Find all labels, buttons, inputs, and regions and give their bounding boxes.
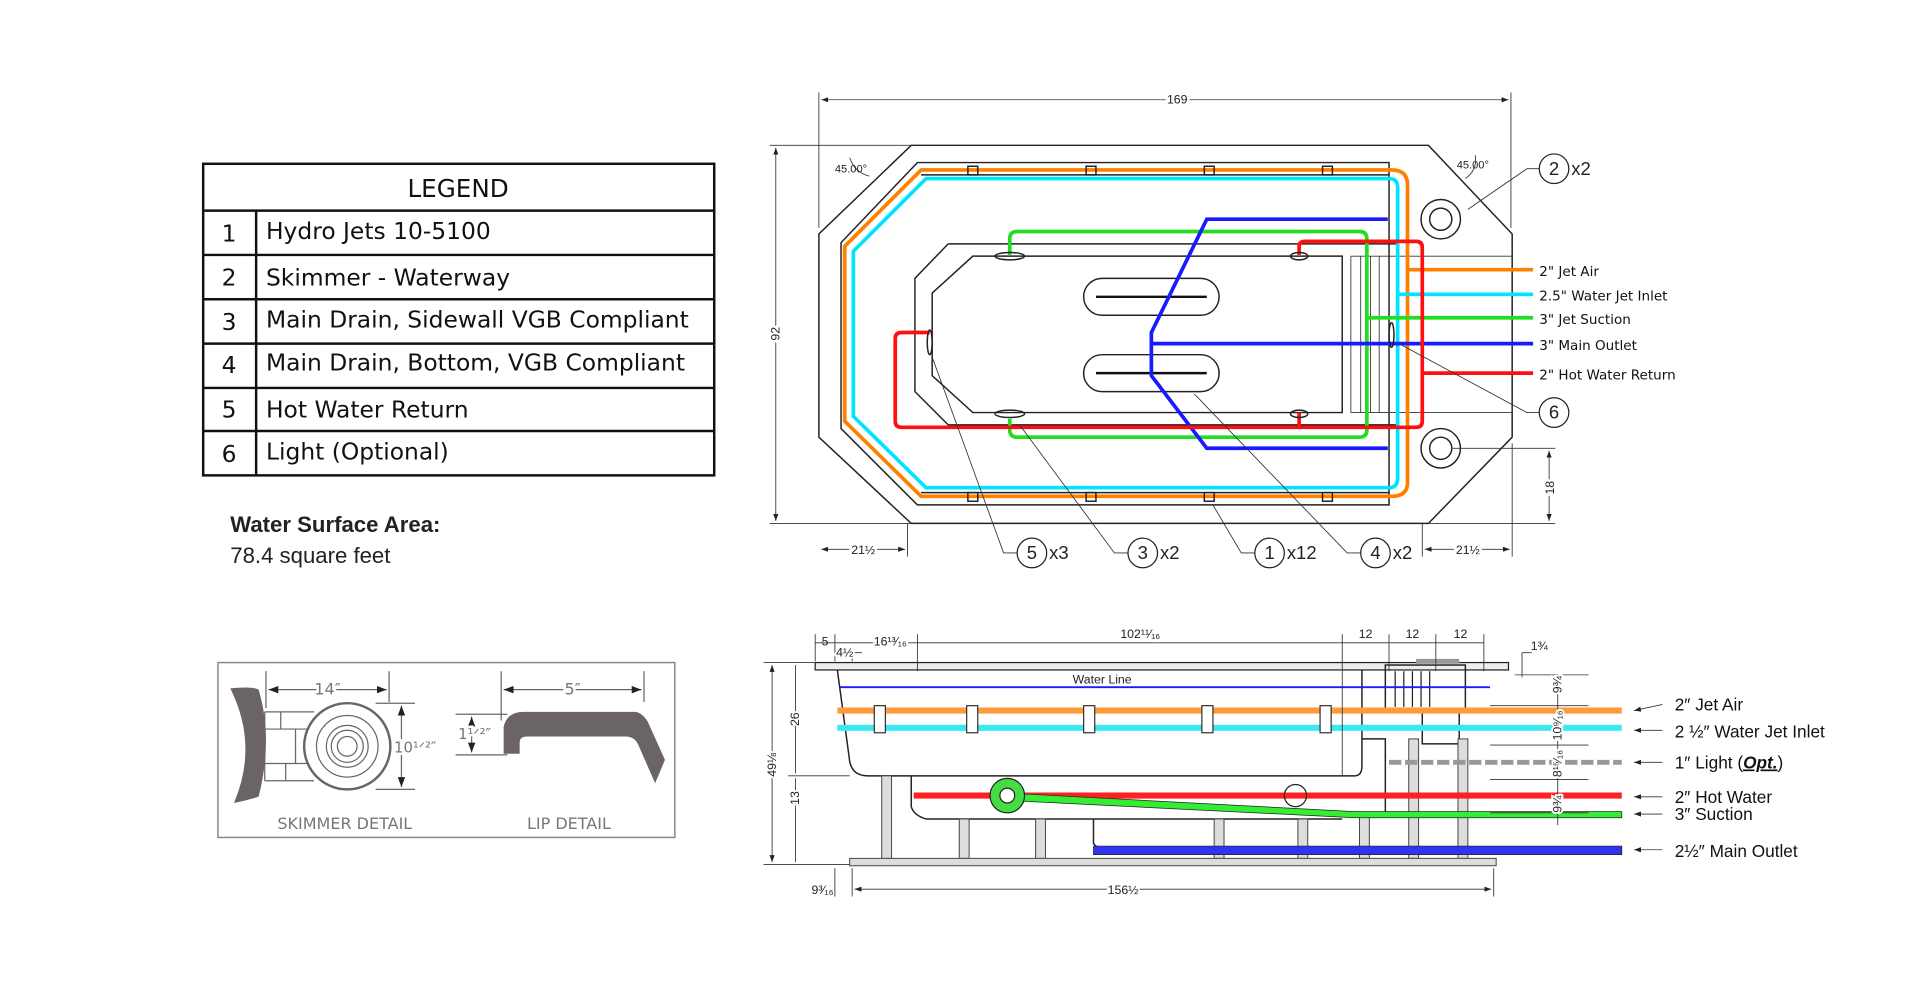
callout-5 — [1016, 537, 1048, 569]
callout-1 — [1254, 537, 1285, 569]
legend-num: 3 — [222, 308, 237, 336]
lip-height-dim: 1¹ᐟ²″ — [458, 726, 491, 743]
hot-water-return-pipe — [893, 239, 1534, 430]
dim-left-offset: 21½ — [851, 543, 875, 557]
skimmer-icon — [1420, 198, 1462, 240]
callout-number: 2 — [1549, 158, 1559, 179]
callout-qty: x2 — [1393, 542, 1413, 563]
dim-skimmer-offset: 18 — [1543, 481, 1557, 495]
pool-shell-outline — [840, 161, 1390, 506]
lip-width-dim: 5″ — [565, 680, 581, 699]
floor-outline — [931, 255, 1343, 414]
legend-text: Light (Optional) — [266, 437, 449, 465]
section-right-dim: 9¾ — [1550, 795, 1564, 813]
section-left-dim: 13 — [788, 791, 802, 805]
legend-num: 6 — [222, 440, 237, 468]
callout-qty: x2 — [1571, 158, 1591, 179]
surface-area-value: 78.4 square feet — [230, 543, 390, 568]
section-label-jet-air: 2″ Jet Air — [1675, 695, 1744, 715]
bench-outline — [914, 243, 1398, 426]
dim-angle-left: 45.00° — [835, 163, 867, 175]
plan-view: 2" Jet Air 2.5" Water Jet Inlet 3" Jet S… — [766, 90, 1676, 569]
section-right-dim: 8¹⁵⁄₁₆ — [1550, 750, 1564, 777]
deck-slab — [814, 661, 1510, 671]
callout-number: 3 — [1138, 542, 1148, 563]
plan-label-jet-air: 2" Jet Air — [1539, 264, 1599, 280]
tub-shell — [836, 669, 1363, 777]
jet-suction-pipe — [1007, 229, 1534, 440]
plan-label-jet-suction: 3" Jet Suction — [1539, 312, 1631, 328]
lip-profile-shape — [503, 711, 665, 784]
callout-3 — [1127, 537, 1159, 569]
plan-label-hot-water: 2" Hot Water Return — [1539, 367, 1675, 383]
bottom-drain — [1283, 783, 1308, 808]
legend-num: 4 — [222, 351, 237, 379]
dim-right-offset: 21½ — [1456, 543, 1480, 557]
callout-6 — [1538, 397, 1570, 428]
legend-text: Main Drain, Bottom, VGB Compliant — [266, 349, 685, 377]
callout-qty: x3 — [1049, 542, 1069, 563]
dim-length: 169 — [1167, 92, 1188, 106]
callout-number: 1 — [1264, 542, 1274, 563]
skimmer-wall-shape — [230, 687, 266, 803]
section-left-dim: 26 — [788, 712, 802, 726]
details-panel: 14″ 10¹ᐟ²″ 5″ 1¹ᐟ²″ SKIMMER DETAIL LIP D… — [217, 661, 676, 839]
legend-text: Main Drain, Sidewall VGB Compliant — [266, 306, 689, 334]
skimmer-detail-title: SKIMMER DETAIL — [277, 814, 412, 833]
callout-qty: x2 — [1160, 542, 1180, 563]
section-label-hot-water: 2″ Hot Water — [1675, 787, 1773, 807]
skimmer-width-dim: 14″ — [314, 680, 340, 699]
callout-number: 5 — [1027, 542, 1037, 563]
section-left-dim: 49⅛ — [765, 752, 779, 777]
water-line-label: Water Line — [1073, 672, 1132, 686]
legend-text: Hydro Jets 10-5100 — [266, 217, 491, 245]
water-inlet-pipe — [851, 176, 1534, 490]
jet-air-pipe — [842, 168, 1534, 499]
dim-angle-right: 45.00° — [1457, 160, 1489, 172]
callout-number: 6 — [1549, 402, 1559, 423]
plan-label-main-outlet: 3" Main Outlet — [1539, 338, 1637, 354]
section-right-dim: 9¾ — [1550, 675, 1564, 693]
floor-jet-channel — [1082, 277, 1220, 317]
legend-num: 1 — [222, 219, 237, 247]
section-top-dim: 12 — [1359, 627, 1373, 641]
legend-num: 2 — [222, 264, 237, 292]
section-label-main-outlet: 2½″ Main Outlet — [1675, 841, 1798, 861]
plan-label-water-inlet: 2.5" Water Jet Inlet — [1539, 288, 1667, 304]
base-rail — [849, 857, 1497, 867]
legend-text: Hot Water Return — [266, 395, 469, 423]
section-top-dim: 1¾ — [1531, 639, 1549, 653]
section-top-dim: 5 — [822, 634, 829, 648]
legend-text: Skimmer - Waterway — [266, 264, 510, 292]
section-top-dim: 12 — [1454, 627, 1468, 641]
section-label-suction: 3″ Suction — [1675, 804, 1753, 824]
section-top-dim: 12 — [1406, 627, 1420, 641]
section-top-dim: 16¹³⁄₁₆ — [874, 634, 907, 648]
section-bottom-dim: 156½ — [1108, 883, 1139, 897]
dim-width: 92 — [768, 327, 782, 341]
callout-qty: x12 — [1287, 542, 1317, 563]
section-label-water-inlet: 2 ½″ Water Jet Inlet — [1675, 722, 1825, 742]
legend-table: LEGEND 1 Hydro Jets 10-5100 2 Skimmer - … — [201, 162, 716, 477]
skimmer-height-dim: 10¹ᐟ²″ — [394, 739, 437, 756]
section-right-dim: 10⁹⁄₁₆ — [1550, 710, 1564, 740]
section-bottom-dim: 9³⁄₁₆ — [812, 883, 834, 897]
callout-2 — [1538, 153, 1570, 185]
section-label-light: 1″ Light (Opt.) — [1675, 752, 1784, 772]
callout-number: 4 — [1370, 542, 1380, 563]
section-top-dim: 4½ — [836, 645, 853, 659]
surface-area-label: Water Surface Area: — [230, 512, 440, 537]
section-view: Water Line 2″ Jet Air 2 ½″ Water Jet — [763, 625, 1825, 899]
callout-4 — [1360, 537, 1391, 569]
legend-num: 5 — [222, 395, 237, 423]
lip-detail-title: LIP DETAIL — [527, 814, 611, 833]
section-top-dim: 102¹¹⁄₁₆ — [1120, 627, 1160, 641]
main-outlet-pipe — [1149, 217, 1534, 451]
section-main-outlet-pipe — [1093, 845, 1623, 856]
legend-title: LEGEND — [407, 174, 508, 203]
